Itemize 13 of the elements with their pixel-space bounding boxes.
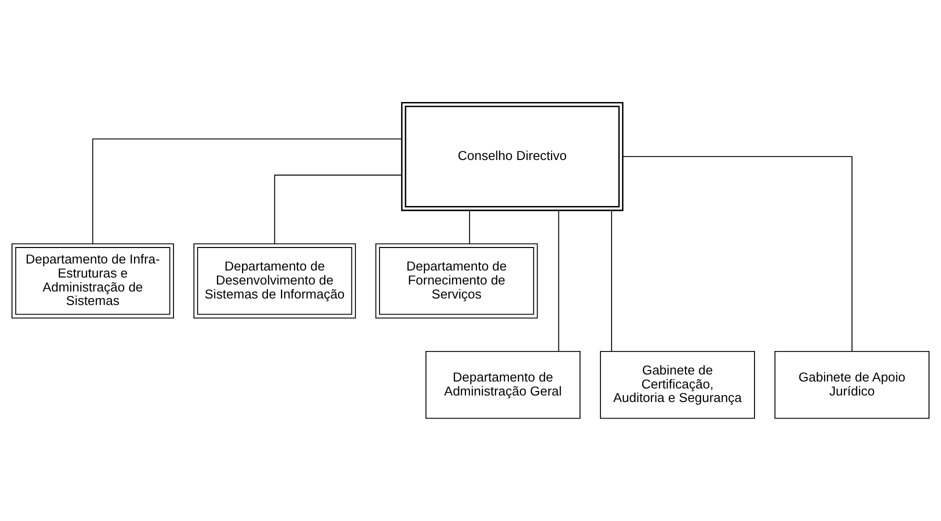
node-box: Departamento de Fornecimento de Serviços	[375, 243, 538, 318]
node-box: Departamento de Infra-Estruturas e Administração de Sistemas	[12, 243, 174, 318]
node-box: Gabinete de Certificação, Auditoria e Segurança	[600, 351, 755, 419]
connector	[558, 210, 560, 352]
node-box: Departamento de Desenvolvimento de Sistemas de Informação	[193, 243, 356, 318]
connector	[622, 156, 852, 352]
connector	[469, 210, 470, 244]
connector	[274, 174, 402, 244]
node-box: Departamento de Administração Geral	[425, 351, 580, 419]
node-box: Conselho Directivo	[401, 102, 624, 212]
connector	[611, 210, 612, 352]
connector	[92, 138, 402, 244]
node-box: Gabinete de Apoio Jurídico	[774, 351, 930, 419]
